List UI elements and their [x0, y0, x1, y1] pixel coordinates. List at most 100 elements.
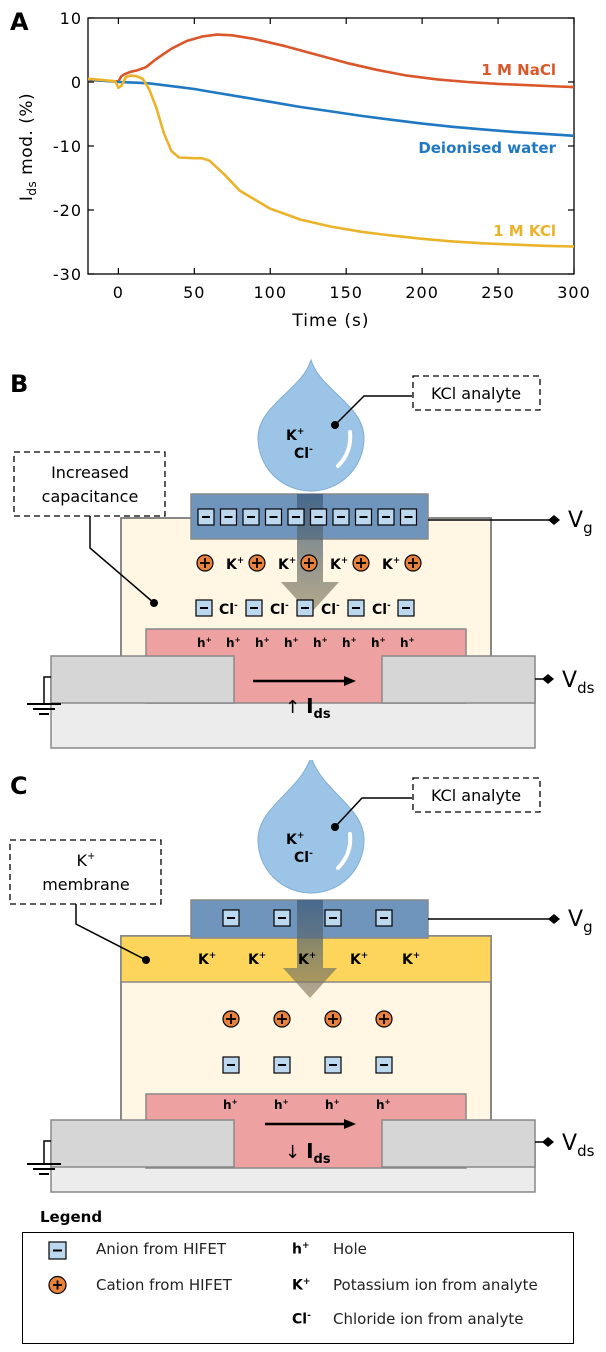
- source-contact: [50, 655, 235, 704]
- hole-carrier: h+: [342, 635, 357, 650]
- vds-label: Vds: [562, 1131, 595, 1160]
- ids-label: ↓Ids: [285, 1139, 331, 1167]
- hole-carrier: h+: [400, 635, 415, 650]
- analyte-callout: [412, 777, 541, 813]
- capacitance-callout-line1: Increased: [51, 463, 129, 482]
- current-arrowhead: [344, 676, 356, 686]
- hole-carrier: h+: [226, 635, 241, 650]
- potassium-ion: K+: [198, 951, 216, 968]
- hole-carrier: h+: [325, 1097, 340, 1112]
- legend-k-label: Potassium ion from analyte: [333, 1276, 538, 1294]
- anion-row: [222, 1056, 393, 1074]
- hole-carrier: h+: [274, 1097, 289, 1112]
- gate-anion-row: [197, 508, 418, 526]
- ids-label: ↑Ids: [285, 694, 331, 722]
- anion-row: Cl-Cl-Cl-Cl-: [195, 599, 415, 618]
- vds-label: Vds: [562, 668, 595, 697]
- potassium-ion: K+: [350, 951, 368, 968]
- field-arrow: [281, 494, 339, 614]
- legend-cation-label: Cation from HIFET: [96, 1276, 232, 1294]
- ground-wire: [43, 676, 51, 704]
- analyte-pointer-line: [334, 395, 412, 426]
- hole-carrier: h+: [197, 635, 212, 650]
- drop-ion-k: K+: [286, 831, 304, 848]
- y-tick-label: -30: [53, 265, 82, 284]
- chart-lines: [87, 33, 575, 248]
- legend-cl-label: Chloride ion from analyte: [333, 1310, 524, 1328]
- vg-label: Vg: [568, 508, 593, 537]
- analyte-drop: [257, 358, 365, 492]
- analyte-callout-text: KCl analyte: [431, 384, 521, 403]
- capacitance-pointer-line: [89, 516, 155, 604]
- drop-highlight: [336, 430, 353, 468]
- x-axis-label: Time (s): [291, 311, 369, 331]
- legend-anion-label: Anion from HIFET: [96, 1240, 227, 1258]
- gate-anion-row: [222, 909, 393, 927]
- cation-row: [222, 1010, 393, 1028]
- current-arrowhead: [344, 1119, 356, 1129]
- series-label-kcl: 1 M KCl: [493, 222, 556, 240]
- membrane-callout-line2: membrane: [42, 875, 130, 894]
- chloride-ion: Cl-: [321, 601, 340, 618]
- series-label-water: Deionised water: [418, 139, 556, 157]
- hole-row: h+ h+ h+ h+ h+ h+ h+ h+: [197, 635, 415, 650]
- vg-terminal: [548, 515, 560, 525]
- potassium-ion: K+: [278, 556, 296, 573]
- hole-carrier: h+: [223, 1097, 238, 1112]
- series-line-1: [87, 78, 575, 138]
- membrane-callout-line1: K+: [77, 851, 96, 870]
- drop-ion-cl: Cl-: [294, 849, 313, 866]
- source-contact: [50, 1119, 235, 1168]
- x-tick-label: 50: [183, 283, 205, 302]
- membrane-pointer-line: [75, 904, 147, 961]
- analyte-pointer-line: [334, 797, 412, 828]
- capacitance-callout-line2: capacitance: [42, 487, 139, 506]
- x-tick-label: 100: [253, 283, 287, 302]
- drop-ion-k: K+: [286, 427, 304, 444]
- hole-carrier: h+: [376, 1097, 391, 1112]
- diagram-panel-c: C K+ Cl- KCl analyte K+ membrane K+K+K+K…: [9, 760, 595, 1193]
- hole-row: h+ h+ h+ h+: [223, 1097, 391, 1112]
- legend-symbols: [48, 1241, 67, 1295]
- drop-highlight: [336, 832, 353, 870]
- legend-k-symbol: K+: [292, 1277, 311, 1294]
- legend-cl-symbol: Cl-: [292, 1311, 311, 1328]
- potassium-ion: K+: [226, 556, 244, 573]
- chloride-ion: Cl-: [372, 601, 391, 618]
- hole-carrier: h+: [371, 635, 386, 650]
- hole-carrier: h+: [284, 635, 299, 650]
- x-tick-label: 300: [557, 283, 591, 302]
- y-tick-label: 10: [60, 9, 82, 28]
- drain-contact: [381, 655, 536, 704]
- analyte-callout: [412, 375, 541, 411]
- potassium-ion: K+: [298, 951, 316, 968]
- analyte-drop: [257, 760, 365, 894]
- x-tick-label: 250: [481, 283, 515, 302]
- legend-hole-label: Hole: [333, 1240, 367, 1258]
- capacitance-callout: [13, 451, 166, 517]
- x-tick-label: 0: [113, 283, 124, 302]
- vg-label: Vg: [568, 907, 593, 936]
- field-arrow: [283, 900, 337, 998]
- x-tick-label: 200: [405, 283, 439, 302]
- potassium-ion: K+: [382, 556, 400, 573]
- diagram-panel-b: B K+ Cl- KCl analyte Increased capacitan…: [10, 358, 595, 749]
- drain-contact: [381, 1119, 536, 1168]
- series-line-0: [87, 33, 575, 89]
- potassium-ion: K+: [248, 951, 266, 968]
- drop-ion-cl: Cl-: [294, 445, 313, 462]
- legend-box: [22, 1232, 574, 1344]
- vds-terminal: [542, 674, 554, 684]
- hole-carrier: h+: [255, 635, 270, 650]
- chloride-ion: Cl-: [219, 601, 238, 618]
- hole-carrier: h+: [313, 635, 328, 650]
- membrane-potassium-row: K+K+K+K+K+: [198, 951, 420, 968]
- ground-wire: [43, 1140, 51, 1164]
- y-tick-label: 0: [71, 73, 82, 92]
- y-tick-label: -20: [53, 201, 82, 220]
- series-line-2: [87, 74, 575, 248]
- legend-title: Legend: [40, 1208, 103, 1226]
- svg-text:Ids mod. (%): Ids mod. (%): [17, 93, 39, 201]
